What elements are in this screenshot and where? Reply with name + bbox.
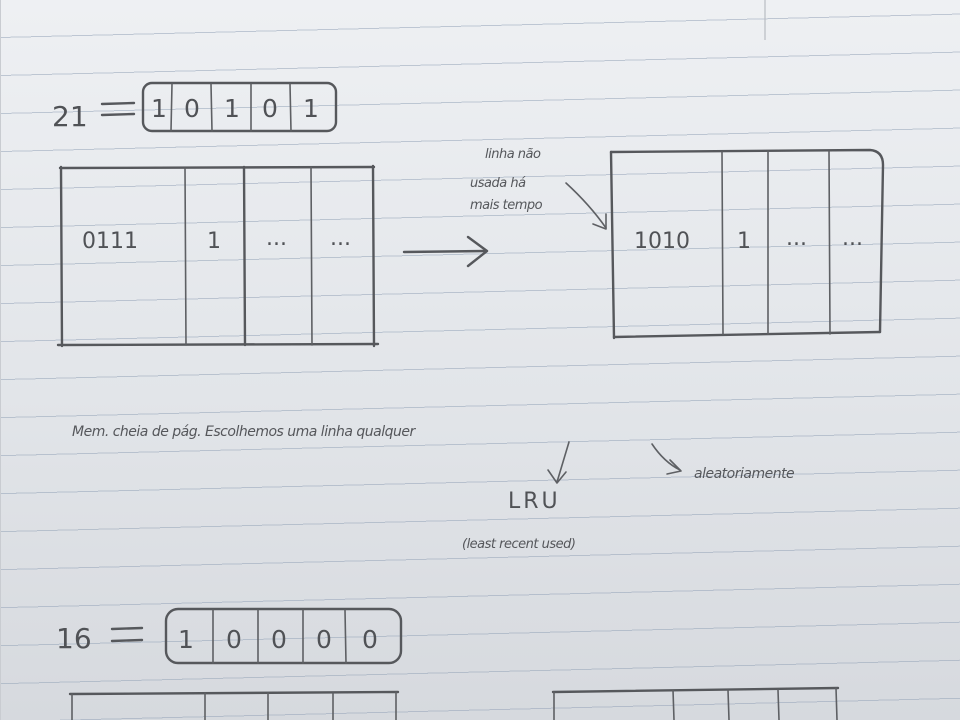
table-before <box>56 164 380 348</box>
branch-arrow-lru <box>547 441 570 484</box>
table-after-cell-3: ... <box>842 226 863 251</box>
bit-box-21 <box>141 81 338 133</box>
lru-expansion: (least recent used) <box>462 537 575 552</box>
arrow-note-line-1: linha não <box>485 147 541 162</box>
bit-box-16 <box>164 607 403 665</box>
transition-arrow <box>402 235 489 268</box>
bit-21-0: 1 <box>151 94 167 123</box>
table-before-cell-0: 0111 <box>82 229 138 254</box>
equals-sign-21 <box>100 101 136 117</box>
bit-16-0: 1 <box>178 625 194 654</box>
table-after-cell-2: ... <box>786 226 807 251</box>
branch-random-label: aleatoriamente <box>694 466 794 482</box>
bit-16-2: 0 <box>271 625 287 654</box>
arrow-note-line-2: usada há <box>470 176 526 191</box>
bit-21-3: 0 <box>262 94 278 123</box>
table-before-cell-1: 1 <box>207 229 221 254</box>
bit-16-4: 0 <box>362 625 378 654</box>
bit-21-4: 1 <box>303 94 319 123</box>
table-bottom-right <box>551 686 840 720</box>
number-16-label: 16 <box>56 622 92 655</box>
table-before-cell-2: ... <box>266 226 287 251</box>
table-after-cell-0: 1010 <box>634 229 690 254</box>
table-bottom-left <box>68 690 400 720</box>
bit-16-3: 0 <box>316 625 332 654</box>
bit-21-1: 0 <box>184 94 200 123</box>
arrow-note-line-3: mais tempo <box>470 198 543 213</box>
table-after-cell-1: 1 <box>737 229 751 254</box>
bit-16-1: 0 <box>226 625 242 654</box>
note-pointer-arrow <box>565 182 607 230</box>
branch-arrow-random <box>651 443 682 475</box>
table-before-cell-3: ... <box>330 226 351 251</box>
lru-label: LRU <box>508 489 561 514</box>
equals-sign-16 <box>110 626 144 643</box>
main-note: Mem. cheia de pág. Escolhemos uma linha … <box>72 424 416 440</box>
number-21-label: 21 <box>52 100 88 133</box>
table-after <box>609 148 885 340</box>
bit-21-2: 1 <box>224 94 240 123</box>
